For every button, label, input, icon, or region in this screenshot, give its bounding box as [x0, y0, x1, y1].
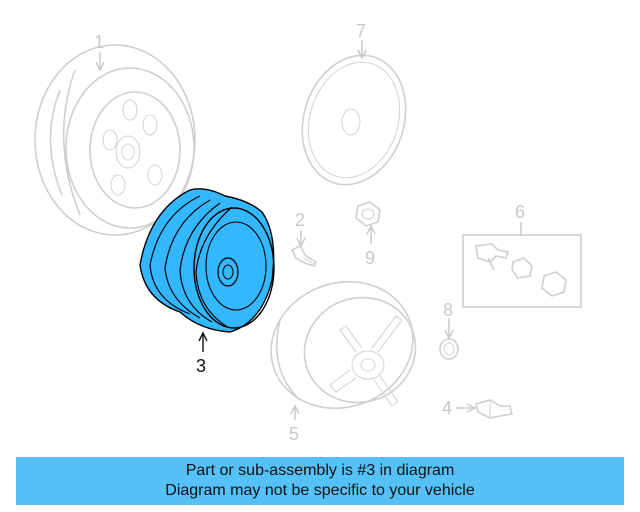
banner-line-1: Part or sub-assembly is #3 in diagram: [185, 462, 455, 479]
callout-3: 3: [196, 356, 206, 376]
part-4-valve-stem: [475, 399, 513, 419]
part-5-alloy-wheel: [270, 280, 417, 410]
callout-8: 8: [443, 300, 453, 320]
part-8-center-cap: [439, 338, 459, 360]
info-banner: Part or sub-assembly is #3 in diagram Di…: [16, 457, 624, 505]
arrow-8: [444, 329, 454, 340]
banner-line-2: Diagram may not be specific to your vehi…: [165, 482, 475, 499]
arrow-9: [366, 224, 376, 235]
parts-diagram: 1 7 3 2 9: [34, 21, 582, 444]
callout-7: 7: [356, 21, 366, 41]
arrow-4: [466, 403, 477, 413]
part-7-wheel-cover: [301, 54, 407, 186]
arrow-2: [296, 237, 306, 248]
arrow-7: [357, 49, 367, 60]
callout-9: 9: [365, 248, 375, 268]
part-3-wheel-highlighted: [139, 188, 275, 333]
callout-6: 6: [515, 202, 525, 222]
part-9-lug-nut: [355, 201, 381, 227]
arrow-3: [198, 331, 208, 342]
callout-4: 4: [442, 398, 452, 418]
part-1-steel-wheel: [34, 44, 196, 236]
callout-2: 2: [295, 210, 305, 230]
arrow-1: [95, 61, 105, 72]
part-2-lug-stud: [290, 244, 318, 267]
part-6-kit: [462, 234, 582, 308]
arrow-5: [290, 404, 300, 415]
callout-1: 1: [94, 32, 104, 52]
callout-5: 5: [289, 424, 299, 444]
